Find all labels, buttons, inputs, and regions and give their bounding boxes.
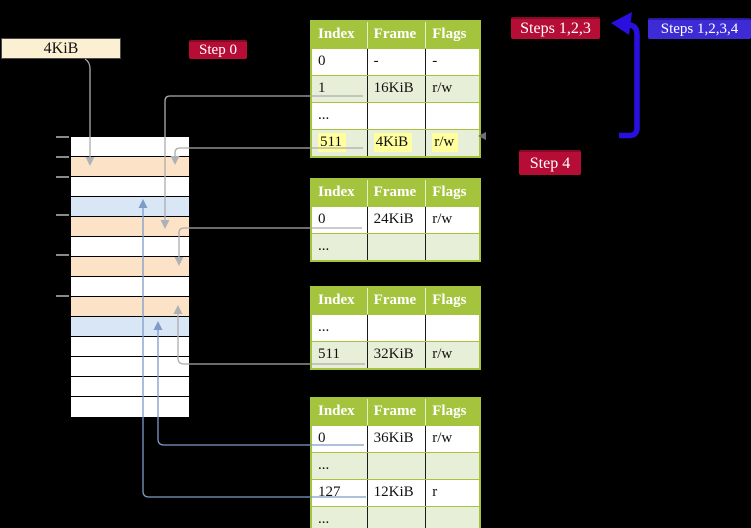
table-row: ... <box>312 452 479 479</box>
cell-frame: 36KiB <box>368 426 427 452</box>
cell-flags <box>426 315 479 341</box>
cell-frame <box>368 103 427 129</box>
cell-frame <box>368 315 427 341</box>
memory-row-white <box>71 377 189 397</box>
memory-row-blue <box>71 317 189 337</box>
table-row: 0-- <box>312 48 479 75</box>
cell-index: ... <box>312 234 368 260</box>
steps123-badge: Steps 1,2,3 <box>511 17 600 39</box>
memory-row-white <box>71 137 189 157</box>
address-tick <box>56 176 69 178</box>
column-header-index: Index <box>312 22 368 48</box>
cell-frame <box>368 234 427 260</box>
column-header-frame: Frame <box>368 22 427 48</box>
cell-index: 127 <box>312 480 368 506</box>
cell-index: ... <box>312 315 368 341</box>
table-row: ... <box>312 102 479 129</box>
loop-arrow <box>619 22 640 139</box>
column-header-frame: Frame <box>368 288 427 314</box>
table-row: ... <box>312 233 479 260</box>
memory-row-white <box>71 177 189 197</box>
cell-flags: r/w <box>432 211 453 227</box>
table-row: ... <box>312 314 479 341</box>
cell-frame: 32KiB <box>368 342 427 368</box>
cell-index: 511 <box>312 130 368 156</box>
column-header-flags: Flags <box>432 184 467 200</box>
cell-index: 0 <box>312 49 368 75</box>
memory-row-white <box>71 237 189 257</box>
address-tick <box>56 156 69 158</box>
cell-flags <box>426 234 479 260</box>
column-header-index: Index <box>312 399 368 425</box>
memory-row-peach <box>71 157 189 177</box>
frame-size-label: 4KiB <box>1 38 121 59</box>
cell-frame: 16KiB <box>368 76 427 102</box>
column-header-frame: Frame <box>368 399 427 425</box>
memory-row-peach <box>71 217 189 237</box>
cell-index: ... <box>312 507 368 528</box>
column-header-flags: Flags <box>432 292 467 308</box>
memory-row-blue <box>71 197 189 217</box>
cell-flags: r/w <box>432 346 453 362</box>
column-header-flags: Flags <box>432 403 467 419</box>
step4-badge: Step 4 <box>519 150 581 175</box>
cell-frame <box>368 453 427 479</box>
cell-flags: r/w <box>432 80 453 96</box>
column-header-flags: Flags <box>432 26 467 42</box>
memory-row-white <box>71 277 189 297</box>
address-tick <box>56 254 69 256</box>
cell-frame: 4KiB <box>368 130 427 156</box>
address-tick <box>56 295 69 297</box>
steps1234-badge: Steps 1,2,3,4 <box>648 18 751 39</box>
cell-flags <box>426 453 479 479</box>
cell-frame <box>368 507 427 528</box>
memory-row-white <box>71 337 189 357</box>
step0-badge: Step 0 <box>189 40 247 59</box>
memory-row-peach <box>71 297 189 317</box>
cell-flags: - <box>432 53 438 69</box>
cell-flags <box>426 507 479 528</box>
physical-memory-column <box>70 136 190 418</box>
memory-row-white <box>71 397 189 417</box>
cell-index: ... <box>312 453 368 479</box>
cell-flags <box>426 103 479 129</box>
cell-index: ... <box>312 103 368 129</box>
memory-row-white <box>71 357 189 377</box>
table-row: ... <box>312 506 479 528</box>
cell-index: 0 <box>312 207 368 233</box>
cell-frame: - <box>368 49 427 75</box>
cell-flags: r/w <box>432 430 453 446</box>
column-header-index: Index <box>312 288 368 314</box>
cell-flags: r/w <box>426 130 479 156</box>
column-header-index: Index <box>312 180 368 206</box>
arrow-left-icon <box>611 12 632 35</box>
cell-index: 1 <box>312 76 368 102</box>
address-tick <box>56 136 69 138</box>
memory-row-peach <box>71 257 189 277</box>
cell-flags: r <box>432 484 438 500</box>
address-tick <box>56 214 69 216</box>
cell-frame: 12KiB <box>368 480 427 506</box>
cell-index: 511 <box>312 342 368 368</box>
cell-frame: 24KiB <box>368 207 427 233</box>
cell-index: 0 <box>312 426 368 452</box>
column-header-frame: Frame <box>368 180 427 206</box>
